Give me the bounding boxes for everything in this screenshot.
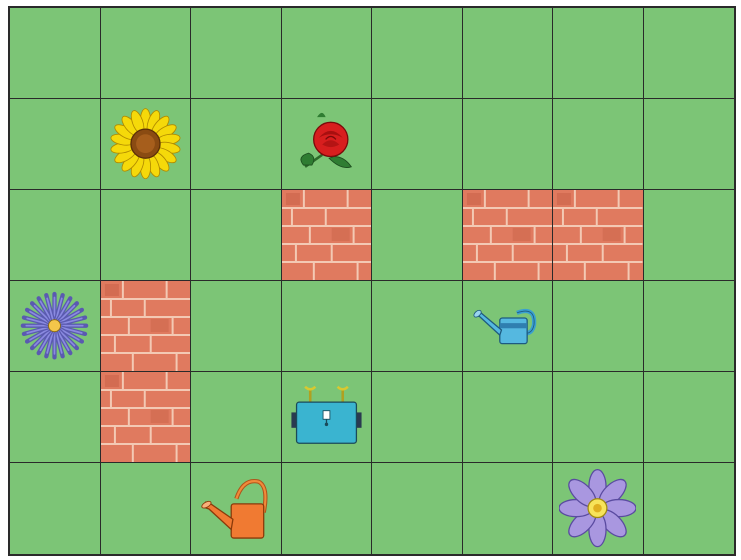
grid-cell[interactable] <box>282 99 373 190</box>
grid-cell[interactable] <box>553 372 644 463</box>
brick-wall <box>101 281 191 371</box>
brick-wall <box>463 190 553 280</box>
grid-cell[interactable] <box>10 463 101 554</box>
grid-cell[interactable] <box>101 8 192 99</box>
grid-cell[interactable] <box>553 99 644 190</box>
grid-cell[interactable] <box>553 281 644 372</box>
grid-cell[interactable] <box>191 281 282 372</box>
grid-cell[interactable] <box>463 281 554 372</box>
grid-cell[interactable] <box>644 190 735 281</box>
grid-cell[interactable] <box>282 190 373 281</box>
grid-cell[interactable] <box>644 8 735 99</box>
grid-cell[interactable] <box>372 190 463 281</box>
grid-cell[interactable] <box>372 372 463 463</box>
brick-wall <box>282 190 372 280</box>
grid-cell[interactable] <box>644 463 735 554</box>
grid-cell[interactable] <box>101 190 192 281</box>
rose-icon <box>288 105 365 182</box>
grid-cell[interactable] <box>463 190 554 281</box>
grid-cell[interactable] <box>282 8 373 99</box>
grid-cell[interactable] <box>282 372 373 463</box>
blue-watering-can-icon <box>469 287 546 364</box>
grid-cell[interactable] <box>463 463 554 554</box>
grid-cell[interactable] <box>463 99 554 190</box>
grid-cell[interactable] <box>101 99 192 190</box>
brick-wall <box>101 372 191 462</box>
grid-cell[interactable] <box>282 463 373 554</box>
grid-cell[interactable] <box>372 281 463 372</box>
grid-cell[interactable] <box>644 99 735 190</box>
grid-cell[interactable] <box>191 463 282 554</box>
grid-cell[interactable] <box>463 372 554 463</box>
aster-icon <box>16 287 93 364</box>
grid-cell[interactable] <box>644 281 735 372</box>
grid-cell[interactable] <box>372 8 463 99</box>
grid-cell[interactable] <box>10 8 101 99</box>
grid-cell[interactable] <box>644 372 735 463</box>
grid-cell[interactable] <box>191 190 282 281</box>
sunflower-icon <box>107 105 184 182</box>
grid-cell[interactable] <box>191 8 282 99</box>
grid-cell[interactable] <box>553 190 644 281</box>
grid-cell[interactable] <box>372 99 463 190</box>
grid-cell[interactable] <box>282 281 373 372</box>
grid-cell[interactable] <box>10 281 101 372</box>
grid-cell[interactable] <box>101 281 192 372</box>
grid-cell[interactable] <box>10 190 101 281</box>
game-board <box>8 6 736 556</box>
purple-flower-icon <box>559 469 636 547</box>
grid-cell[interactable] <box>463 8 554 99</box>
grid-cell[interactable] <box>553 8 644 99</box>
grid-cell[interactable] <box>191 99 282 190</box>
grid-cell[interactable] <box>10 99 101 190</box>
orange-watering-can-icon <box>197 469 274 547</box>
grid-cell[interactable] <box>101 372 192 463</box>
grid-cell[interactable] <box>553 463 644 554</box>
grid-cell[interactable] <box>372 463 463 554</box>
grid-cell[interactable] <box>101 463 192 554</box>
robot-icon <box>288 378 365 455</box>
grid-cell[interactable] <box>10 372 101 463</box>
grid-cell[interactable] <box>191 372 282 463</box>
brick-wall <box>553 190 643 280</box>
